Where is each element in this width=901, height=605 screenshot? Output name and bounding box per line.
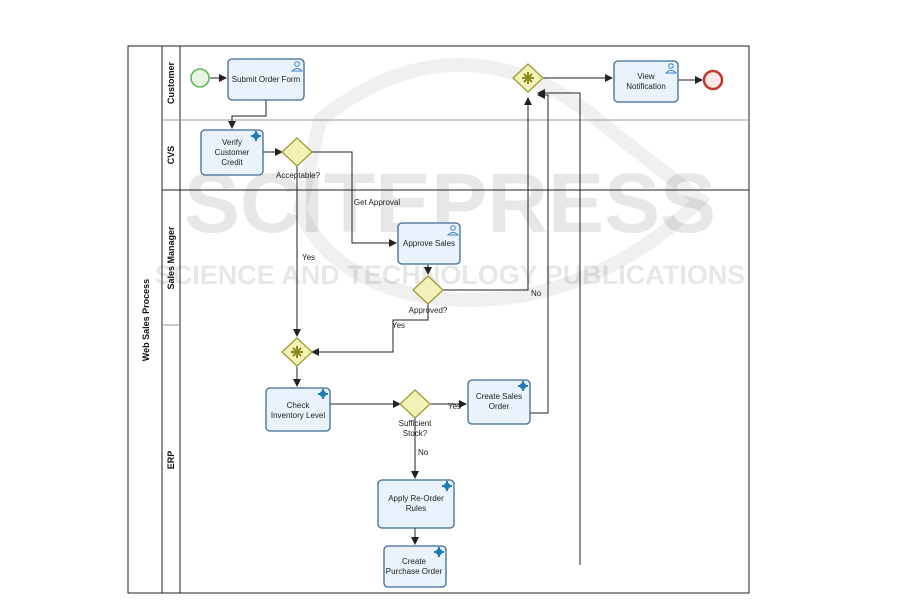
svg-text:Approve Sales: Approve Sales: [403, 239, 455, 248]
svg-text:View: View: [637, 72, 654, 81]
label-approved-no: No: [531, 289, 542, 298]
task-create-purchase-order: Create Purchase Order: [383, 545, 447, 588]
task-approve-sales: Approve Sales: [397, 222, 461, 265]
user-icon: [664, 63, 678, 74]
label-get-approval: Get Approval: [354, 198, 400, 207]
gear-icon: [434, 547, 444, 557]
lane-label-sales-manager: Sales Manager: [166, 226, 176, 290]
gateway-acceptable: Acceptable?: [276, 137, 321, 180]
svg-text:Verify: Verify: [222, 138, 242, 147]
svg-text:Create: Create: [402, 557, 427, 566]
gateway-merge-complex: [281, 337, 313, 367]
label-approved-yes: Yes: [392, 321, 405, 330]
lane-label-customer: Customer: [166, 62, 176, 105]
watermark-subtitle: SCIENCE AND TECHNOLOGY PUBLICATIONS: [155, 260, 746, 290]
gateway-sufficient-stock: Sufficient Stock?: [399, 389, 433, 438]
asterisk-icon: [522, 72, 534, 84]
label-stock-yes: Yes: [448, 402, 461, 411]
svg-text:Create Sales: Create Sales: [476, 392, 522, 401]
svg-text:Rules: Rules: [406, 504, 426, 513]
gateway-acceptable-label: Acceptable?: [276, 171, 321, 180]
svg-text:Notification: Notification: [626, 82, 666, 91]
task-submit-order-form: Submit Order Form: [227, 58, 305, 101]
gateway-approved: Approved?: [409, 275, 448, 315]
user-icon: [290, 61, 304, 72]
gateway-stock-label-line1: Sufficient: [399, 419, 433, 428]
pool-label: Web Sales Process: [141, 279, 151, 361]
flow-approved-yes: [311, 304, 429, 356]
asterisk-icon: [291, 346, 303, 358]
watermark: SCITEPRESS SCIENCE AND TECHNOLOGY PUBLIC…: [155, 57, 746, 308]
start-event: [190, 68, 210, 88]
flow-approved-no: [443, 97, 532, 291]
svg-text:Purchase Order: Purchase Order: [386, 567, 443, 576]
svg-text:Check: Check: [287, 401, 311, 410]
user-icon: [446, 225, 460, 236]
flow-get-approval: [312, 151, 397, 247]
flow-create-order-to-notify: [530, 91, 549, 414]
gear-icon: [518, 381, 528, 391]
flow-labels: Get Approval Yes No Yes Yes No: [302, 198, 542, 457]
watermark-swoosh: [292, 57, 711, 308]
gateway-approved-label: Approved?: [409, 306, 448, 315]
gear-icon: [318, 389, 328, 399]
sequence-flows: [210, 74, 703, 565]
pool: Web Sales Process Customer CVS Sales Man…: [127, 45, 750, 594]
label-acceptable-yes: Yes: [302, 253, 315, 262]
flow-submit-to-verify: [228, 100, 267, 129]
gear-icon: [251, 131, 261, 141]
svg-text:Order: Order: [489, 402, 510, 411]
flow-purchase-to-notify: [537, 89, 581, 565]
svg-text:Apply Re-Order: Apply Re-Order: [388, 494, 444, 503]
lane-label-erp: ERP: [166, 451, 176, 470]
lane-label-cvs: CVS: [166, 146, 176, 165]
svg-text:Credit: Credit: [221, 158, 243, 167]
task-view-notification: View Notification: [613, 60, 679, 103]
gateway-notify-complex: [512, 63, 544, 93]
label-stock-no: No: [418, 448, 429, 457]
task-create-sales-order: Create Sales Order: [467, 379, 531, 425]
task-apply-reorder-rules: Apply Re-Order Rules: [377, 479, 455, 529]
end-event: [702, 69, 724, 91]
svg-text:Customer: Customer: [215, 148, 250, 157]
svg-text:Inventory Level: Inventory Level: [271, 411, 325, 420]
gateway-stock-label-line2: Stock?: [403, 429, 428, 438]
gear-icon: [442, 481, 452, 491]
svg-text:Submit Order Form: Submit Order Form: [232, 75, 301, 84]
task-verify-customer-credit: Verify Customer Credit: [200, 129, 264, 176]
task-check-inventory-level: Check Inventory Level: [265, 387, 331, 432]
